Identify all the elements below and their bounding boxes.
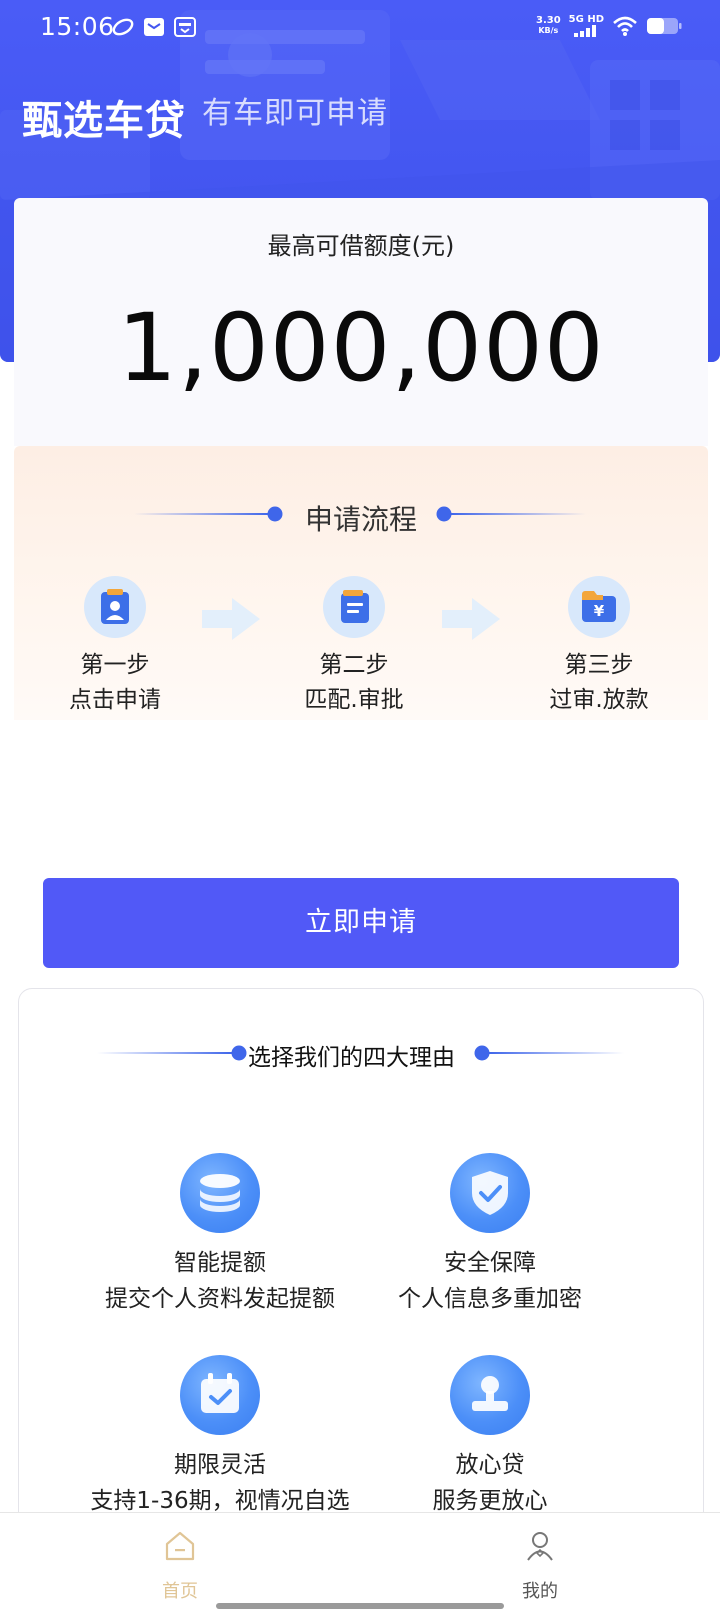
reason-desc: 提交个人资料发起提额 [105, 1286, 335, 1312]
reason-title: 智能提额 [174, 1250, 266, 1276]
home-icon [165, 1531, 195, 1561]
process-arrow-icon [202, 598, 260, 640]
mail-icon [144, 18, 164, 36]
shield-check-icon [450, 1153, 530, 1233]
calendar-check-icon [180, 1355, 260, 1435]
step-desc: 点击申请 [69, 687, 161, 713]
status-time: 15:06 [40, 12, 115, 41]
reasons-title-left-decoration [97, 1045, 247, 1061]
coin-stack-icon [180, 1153, 260, 1233]
reason-title: 放心贷 [455, 1452, 525, 1478]
reason-title: 安全保障 [444, 1250, 536, 1276]
reason-desc: 个人信息多重加密 [398, 1286, 582, 1312]
process-arrow-icon [442, 598, 500, 640]
document-icon [323, 576, 385, 638]
network-speed-value: 3.30 [535, 15, 561, 26]
reason-item-flexible-term: 期限灵活 支持1-36期，视情况自选 [70, 1355, 370, 1519]
status-right-group: 3.30 KB/s 5G HD [536, 15, 682, 37]
signal-label: 5G HD [568, 14, 604, 25]
process-title-right-decoration [436, 506, 586, 522]
tab-home-label: 首页 [162, 1581, 198, 1602]
reason-title: 期限灵活 [174, 1452, 266, 1478]
status-bar: 15:06 3.30 KB/s 5G HD [0, 0, 720, 56]
bottom-tab-bar: 首页 我的 [0, 1512, 720, 1612]
signal-bars-icon [574, 25, 597, 37]
network-speed-unit: KB/s [538, 26, 559, 35]
gesture-home-indicator[interactable] [216, 1603, 504, 1609]
reason-desc: 支持1-36期，视情况自选 [90, 1488, 350, 1514]
reasons-title-right-decoration [474, 1045, 624, 1061]
svg-text:¥: ¥ [594, 602, 605, 620]
process-title-left-decoration [134, 506, 283, 522]
step-name: 第三步 [564, 652, 634, 678]
process-section: 申请流程 第一步 点击申请 第二步 [14, 446, 708, 720]
yuan-folder-icon: ¥ [568, 576, 630, 638]
reasons-title: 选择我们的四大理由 [248, 1045, 455, 1071]
tab-profile-label: 我的 [522, 1581, 558, 1602]
app-notification-icon [112, 18, 134, 36]
amount-label: 最高可借额度(元) [267, 232, 455, 260]
step-desc: 匹配.审批 [304, 687, 404, 713]
apply-now-button[interactable]: 立即申请 [43, 878, 679, 968]
tab-home[interactable]: 首页 [110, 1513, 250, 1612]
process-step-3: ¥ 第三步 过审.放款 [514, 576, 684, 718]
reason-item-smart-limit: 智能提额 提交个人资料发起提额 [70, 1153, 370, 1317]
amount-value: 1,000,000 [117, 294, 605, 403]
user-id-icon [84, 576, 146, 638]
reason-item-security: 安全保障 个人信息多重加密 [340, 1153, 640, 1317]
tab-profile[interactable]: 我的 [470, 1513, 610, 1612]
process-title: 申请流程 [304, 503, 417, 536]
message-icon [174, 17, 196, 37]
reasons-card: 选择我们的四大理由 智能提额 提交个人资料发起提额 安全保障 个人信息多重加密 [18, 988, 704, 1612]
reason-desc: 服务更放心 [432, 1488, 548, 1514]
page-title: 甄选车贷 [22, 98, 186, 144]
step-name: 第二步 [319, 652, 389, 678]
wifi-icon [613, 16, 637, 36]
battery-icon [647, 18, 682, 34]
signal-group: 5G HD [569, 15, 604, 37]
page-subtitle: 有车即可申请 [202, 96, 388, 131]
process-step-2: 第二步 匹配.审批 [269, 576, 439, 718]
stamp-icon [450, 1355, 530, 1435]
reason-item-reassured: 放心贷 服务更放心 [340, 1355, 640, 1519]
step-desc: 过审.放款 [549, 687, 649, 713]
step-name: 第一步 [80, 652, 150, 678]
process-step-1: 第一步 点击申请 [30, 576, 200, 718]
status-notification-icons [112, 16, 196, 38]
network-speed: 3.30 KB/s [536, 16, 561, 36]
amount-card: 最高可借额度(元) 1,000,000 [14, 198, 708, 446]
profile-icon [527, 1532, 553, 1561]
